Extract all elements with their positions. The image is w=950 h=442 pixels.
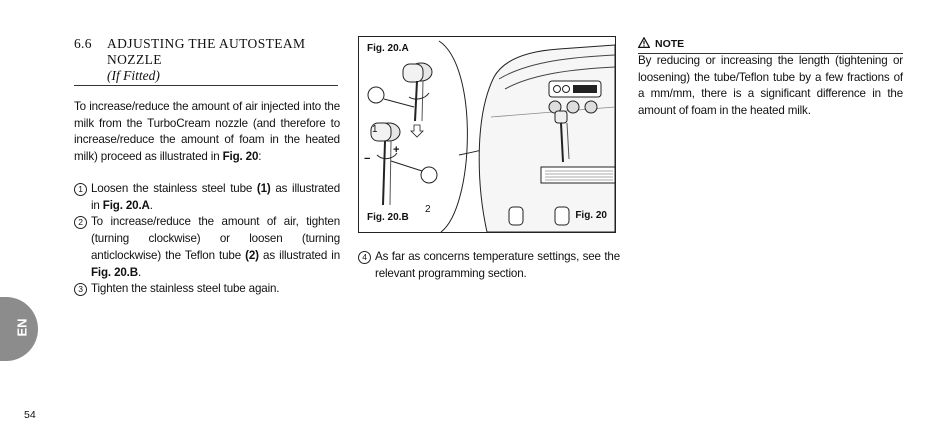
figure-20: Fig. 20.A Fig. 20.B Fig. 20 1 2 − + bbox=[358, 36, 616, 233]
intro-suffix: : bbox=[258, 150, 262, 164]
step-4: 4 As far as concerns temperature settings… bbox=[358, 249, 620, 282]
plus-sign: + bbox=[393, 144, 400, 156]
step-text: To increase/reduce the amount of air, ti… bbox=[91, 215, 340, 262]
minus-sign: − bbox=[364, 153, 371, 165]
callout-1: 1 bbox=[372, 124, 378, 135]
step-text: As far as concerns temperature settings,… bbox=[375, 250, 620, 280]
figure-label-b: Fig. 20.B bbox=[367, 212, 409, 223]
intro-fig-ref: Fig. 20 bbox=[222, 150, 259, 164]
step-bold: (1) bbox=[256, 182, 271, 195]
step-fig-ref: Fig. 20.A bbox=[102, 198, 150, 212]
section-subtitle: (If Fitted) bbox=[107, 68, 160, 83]
step-number: 3 bbox=[74, 283, 87, 297]
heading-rule bbox=[74, 85, 338, 86]
intro-paragraph: To increase/reduce the amount of air inj… bbox=[74, 99, 340, 166]
step-3: 3 Tighten the stainless steel tube again. bbox=[74, 281, 340, 298]
intro-text: To increase/reduce the amount of air inj… bbox=[74, 100, 340, 164]
note-rule bbox=[638, 53, 903, 54]
language-tab-label: EN bbox=[14, 318, 30, 337]
step-text: as illustrated in bbox=[91, 182, 340, 212]
step-number: 1 bbox=[74, 183, 87, 196]
espresso-machine-illustration bbox=[367, 40, 615, 232]
step-2: 2 To increase/reduce the amount of air, t… bbox=[74, 214, 340, 281]
note-label: NOTE bbox=[655, 38, 685, 50]
step-text: . bbox=[149, 198, 153, 212]
page-number: 54 bbox=[24, 409, 36, 421]
section-number: 6.6 bbox=[74, 36, 92, 51]
step-fig-ref: Fig. 20.B bbox=[91, 265, 138, 279]
step-text: Tighten the stainless steel tube again. bbox=[91, 282, 280, 296]
step-text: . bbox=[137, 265, 142, 279]
step-number: 4 bbox=[358, 251, 371, 264]
step-number: 2 bbox=[74, 216, 87, 230]
step-4-item: 4 As far as concerns temperature settings… bbox=[358, 249, 620, 282]
warning-triangle-icon bbox=[637, 36, 651, 51]
steps-list: 1 Loosen the stainless steel tube (1) as … bbox=[74, 181, 340, 298]
note-text: By reducing or increasing the length (ti… bbox=[638, 54, 903, 118]
figure-label-main: Fig. 20 bbox=[575, 210, 607, 221]
step-bold: (2) bbox=[245, 248, 259, 262]
note-heading: NOTE bbox=[637, 36, 685, 51]
step-text: as illustrated in bbox=[258, 248, 340, 262]
figure-label-a: Fig. 20.A bbox=[367, 43, 409, 54]
step-text: Loosen the stainless steel tube bbox=[91, 182, 257, 195]
callout-2: 2 bbox=[425, 204, 431, 215]
section-title: ADJUSTING THE AUTOSTEAM NOZZLE bbox=[107, 36, 306, 67]
step-1: 1 Loosen the stainless steel tube (1) as … bbox=[74, 181, 340, 214]
